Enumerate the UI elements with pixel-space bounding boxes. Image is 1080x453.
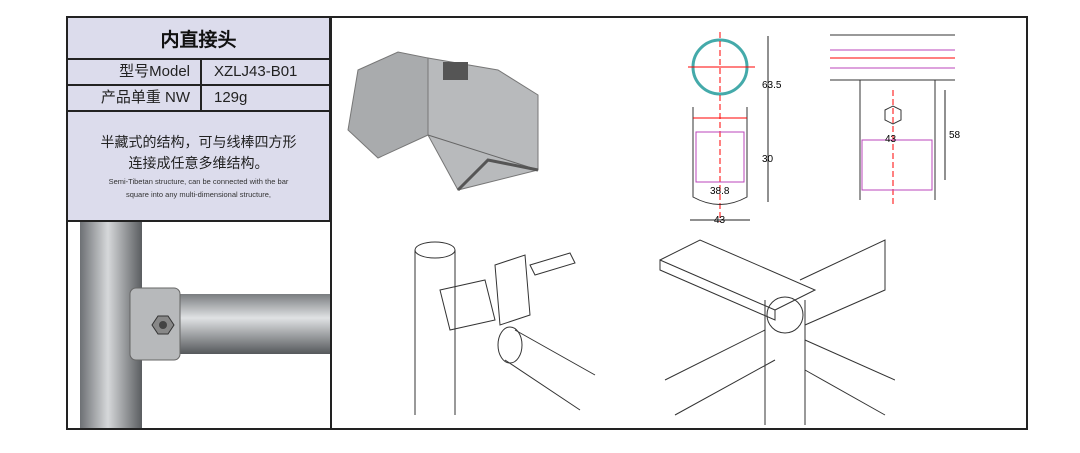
installed-joint-photo (68, 222, 330, 428)
assembly-multiway-drawing (659, 239, 895, 425)
side-view-drawing: 43 58 (830, 34, 960, 205)
spec-value: XZLJ43-B01 (214, 63, 298, 80)
product-frame (66, 16, 1028, 430)
spec-row-model: 型号Model XZLJ43-B01 (68, 60, 329, 86)
side-dim-height: 58 (949, 130, 960, 141)
spec-value: 129g (214, 89, 248, 106)
description: 半藏式的结构，可与线棒四方形 连接成任意多维结构。 Semi-Tibetan s… (68, 112, 329, 200)
dim-width: 43 (714, 215, 726, 226)
desc-cn-2: 连接成任意多维结构。 (128, 155, 269, 171)
product-title: 内直接头 (68, 18, 329, 60)
spec-label: 型号Model (68, 60, 202, 84)
spec-table: 内直接头 型号Model XZLJ43-B01 产品单重 NW 129g 半藏式… (66, 16, 331, 222)
dim-lower: 30 (762, 154, 774, 165)
spec-row-weight: 产品单重 NW 129g (68, 86, 329, 112)
joint-render (347, 51, 539, 192)
spec-label: 产品单重 NW (68, 86, 202, 110)
divider (330, 16, 332, 430)
desc-en-2: square into any multi-dimensional struct… (125, 190, 272, 199)
desc-cn-1: 半藏式的结构，可与线棒四方形 (100, 134, 297, 150)
desc-en-1: Semi-Tibetan structure, can be connected… (108, 177, 289, 186)
dim-height: 63.5 (762, 80, 782, 91)
front-view-drawing: 63.5 30 38.8 43 (688, 32, 782, 226)
side-dim-width: 43 (885, 134, 897, 145)
dim-inner: 38.8 (710, 186, 730, 197)
assembly-exploded-drawing (414, 241, 596, 415)
